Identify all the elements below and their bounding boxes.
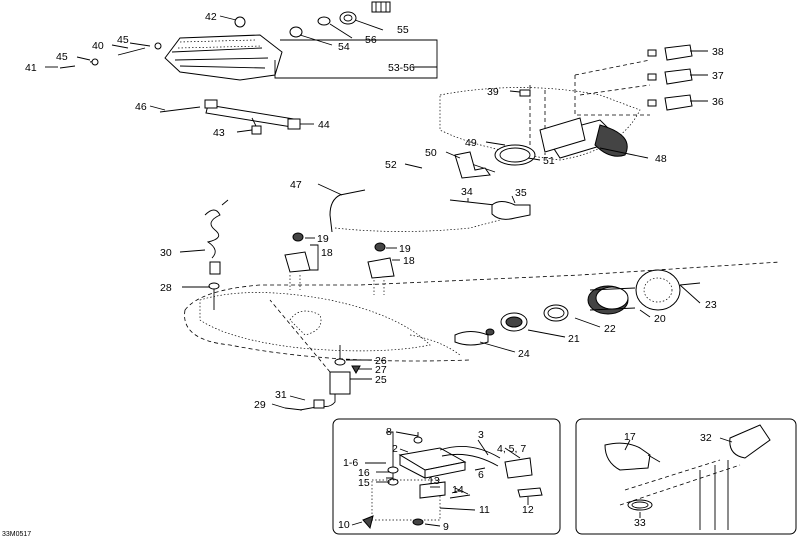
- label-47: 47: [290, 179, 302, 191]
- label-54: 54: [338, 41, 350, 53]
- label-16: 16: [358, 467, 370, 479]
- label-4-5-7: 4, 5, 7: [497, 443, 526, 455]
- label-43: 43: [213, 127, 225, 139]
- label-26: 26: [375, 355, 387, 367]
- label-8: 8: [386, 426, 392, 438]
- label-21: 21: [568, 333, 580, 345]
- label-17: 17: [624, 431, 636, 443]
- detail-box-left: [332, 418, 561, 535]
- label-1-6: 1-6: [343, 457, 358, 469]
- headlight-assembly: [59, 1, 391, 81]
- label-14: 14: [452, 484, 464, 496]
- label-36: 36: [712, 96, 724, 108]
- label-45-top: 45: [117, 34, 129, 46]
- label-56: 56: [365, 34, 377, 46]
- label-11: 11: [479, 504, 490, 516]
- figure-code: 33M0517: [2, 531, 31, 538]
- label-32: 32: [700, 432, 712, 444]
- label-13: 13: [428, 475, 440, 487]
- detail-box-right: [575, 418, 797, 535]
- label-34: 34: [461, 186, 473, 198]
- label-37: 37: [712, 70, 724, 82]
- label-50: 50: [425, 147, 437, 159]
- label-23: 23: [705, 299, 717, 311]
- label-49: 49: [465, 137, 477, 149]
- label-18-left: 18: [321, 247, 333, 259]
- label-2: 2: [392, 443, 398, 455]
- label-20: 20: [654, 313, 666, 325]
- label-25: 25: [375, 374, 387, 386]
- hose-assembly: [329, 189, 531, 233]
- label-35: 35: [515, 187, 527, 199]
- leader-lines: [45, 15, 733, 527]
- label-46: 46: [135, 101, 147, 113]
- label-24: 24: [518, 348, 530, 360]
- label-19-left: 19: [317, 233, 329, 245]
- bracket-44: [159, 99, 301, 135]
- label-22: 22: [604, 323, 616, 335]
- label-52: 52: [385, 159, 397, 171]
- sensor-group-left: [284, 232, 311, 290]
- label-44: 44: [318, 119, 330, 131]
- label-12: 12: [522, 504, 534, 516]
- callout-labels: 42 45 40 45 41 55 56 54 53-56 46 43 44 3…: [2, 11, 724, 538]
- label-28: 28: [160, 282, 172, 294]
- spring-30: [204, 199, 229, 310]
- label-10: 10: [338, 519, 350, 531]
- duct-rings: [454, 269, 701, 346]
- label-41: 41: [25, 62, 37, 74]
- label-40: 40: [92, 40, 104, 52]
- label-39: 39: [487, 86, 499, 98]
- label-45-left: 45: [56, 51, 68, 63]
- label-31: 31: [275, 389, 287, 401]
- guide-line: [269, 299, 331, 373]
- label-48: 48: [655, 153, 667, 165]
- label-15: 15: [358, 477, 370, 489]
- label-9: 9: [443, 521, 449, 533]
- sensor-group-right: [367, 242, 395, 295]
- intake-assembly: [439, 44, 693, 179]
- component-25-27: [284, 345, 361, 411]
- label-51: 51: [543, 155, 555, 167]
- label-38: 38: [712, 46, 724, 58]
- label-42: 42: [205, 11, 217, 23]
- label-33: 33: [634, 517, 646, 529]
- label-55: 55: [397, 24, 409, 36]
- label-3: 3: [478, 429, 484, 441]
- label-29: 29: [254, 399, 266, 411]
- label-6: 6: [478, 469, 484, 481]
- bracket-53-56: [274, 39, 438, 79]
- label-27: 27: [375, 364, 387, 376]
- hull-outline: [184, 261, 781, 362]
- label-19-right: 19: [399, 243, 411, 255]
- label-53-56: 53-56: [388, 62, 415, 74]
- label-18-right: 18: [403, 255, 415, 267]
- label-30: 30: [160, 247, 172, 259]
